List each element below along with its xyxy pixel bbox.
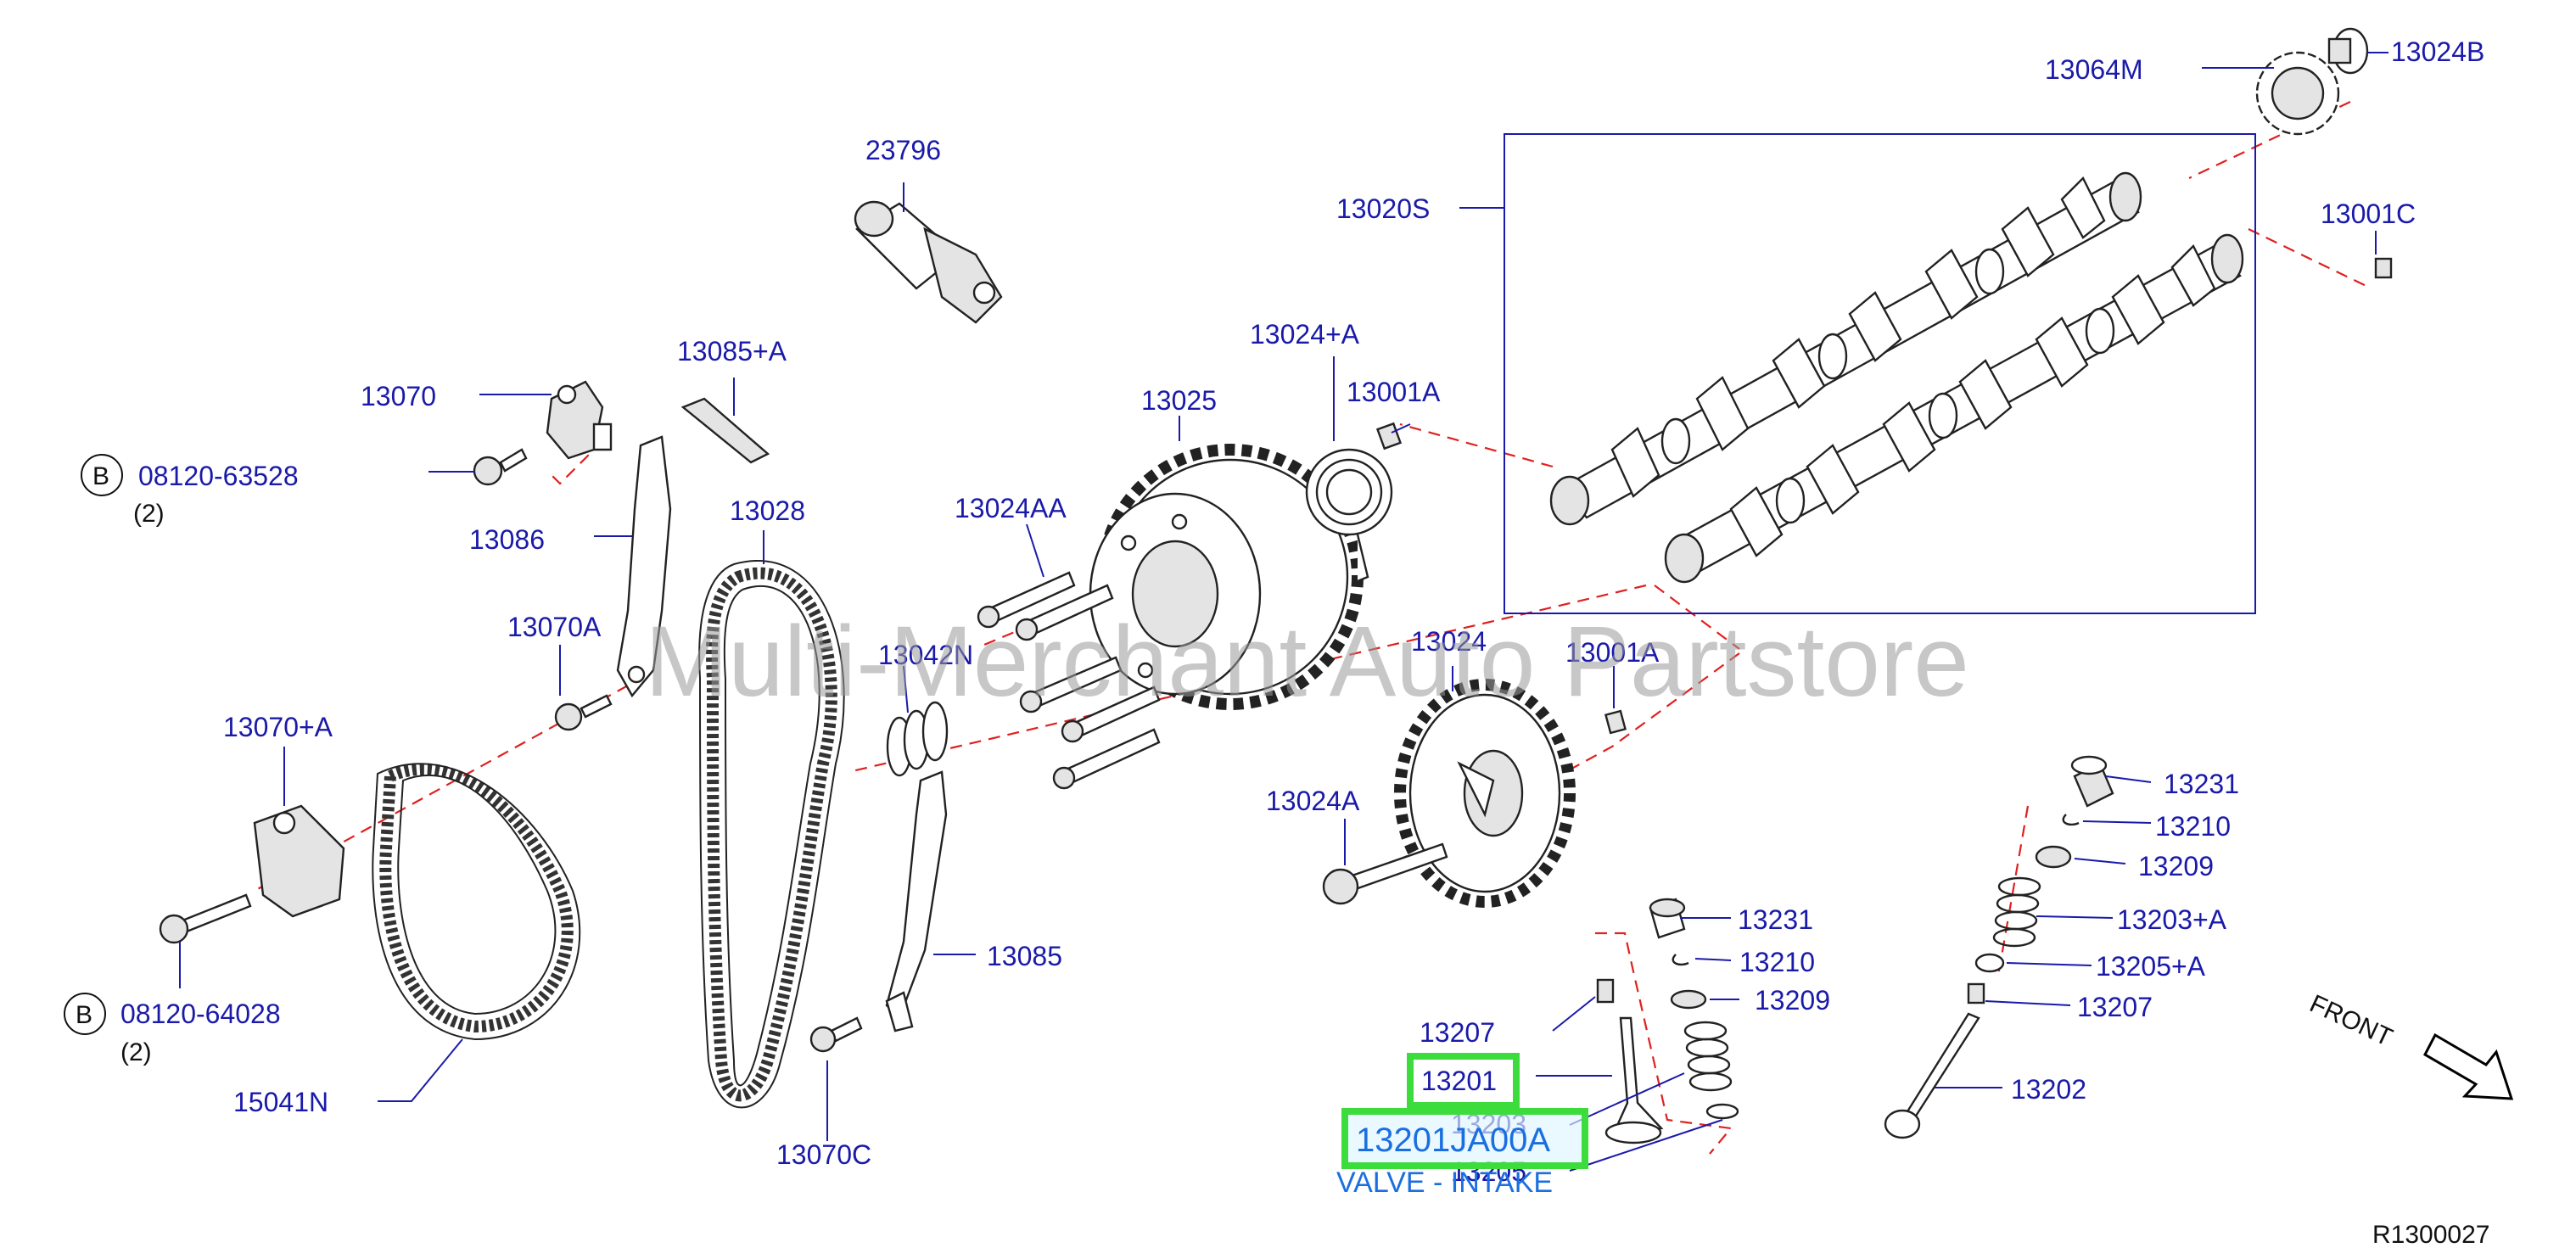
label-08120-64028[interactable]: 08120-64028 — [120, 999, 281, 1029]
camshaft-assembly-box — [1504, 133, 2256, 614]
bolt-marker-bottom: B — [64, 993, 106, 1035]
front-arrow-icon — [2423, 1032, 2514, 1100]
highlight-13201 — [1407, 1053, 1520, 1109]
label-13070[interactable]: 13070 — [361, 381, 436, 411]
chain-guide-13085A — [680, 397, 770, 464]
front-label: FRONT — [2305, 989, 2397, 1052]
qty-bottom: (2) — [120, 1038, 152, 1066]
highlight-selected-part — [1341, 1108, 1588, 1169]
label-13001A-mid[interactable]: 13001A — [1565, 637, 1660, 668]
label-13024[interactable]: 13024 — [1411, 626, 1487, 657]
label-13086[interactable]: 13086 — [469, 524, 545, 555]
slack-guide-13086 — [616, 435, 672, 698]
label-13203plusA[interactable]: 13203+A — [2117, 904, 2227, 935]
label-13001C[interactable]: 13001C — [2321, 199, 2416, 229]
label-13020S[interactable]: 13020S — [1336, 193, 1430, 224]
label-13207-mid[interactable]: 13207 — [1420, 1017, 1495, 1048]
label-13202[interactable]: 13202 — [2011, 1074, 2086, 1105]
label-13070plusA[interactable]: 13070+A — [223, 712, 333, 742]
label-13064M[interactable]: 13064M — [2045, 54, 2143, 85]
svg-text:B: B — [76, 1001, 92, 1029]
dowel-pin-13001A-top — [1375, 422, 1403, 450]
timing-chain-15041N — [372, 763, 581, 1041]
camshaft-lower — [1664, 233, 2244, 584]
label-13231-right[interactable]: 13231 — [2164, 769, 2239, 799]
bolts-13024AA — [977, 571, 1161, 790]
bolt-13024A — [1322, 842, 1448, 905]
return-spring-13024A — [1305, 448, 1393, 583]
label-08120-63528[interactable]: 08120-63528 — [138, 461, 299, 491]
label-13207-right[interactable]: 13207 — [2077, 992, 2153, 1022]
chain-tensioner-13070 — [546, 380, 613, 460]
label-13024A[interactable]: 13024A — [1266, 786, 1360, 816]
dowel-pin-13001A-mid — [1604, 709, 1627, 735]
selected-part-panel: 13201JA00A VALVE - INTAKE — [1336, 1108, 1588, 1199]
cam-position-sensor — [854, 200, 1003, 324]
label-13210-mid[interactable]: 13210 — [1739, 947, 1815, 977]
label-13070C[interactable]: 13070C — [776, 1139, 871, 1170]
label-13231-mid[interactable]: 13231 — [1738, 904, 1813, 935]
label-23796[interactable]: 23796 — [865, 135, 941, 165]
camshaft-plug — [2327, 27, 2369, 75]
bolt-08120-64028 — [159, 893, 252, 944]
o-rings-13042N — [886, 701, 949, 777]
qty-top: (2) — [133, 500, 165, 528]
label-13085A[interactable]: 13085+A — [677, 336, 787, 367]
leader-lines — [179, 52, 2388, 1172]
camshaft-upper — [1549, 171, 2142, 526]
label-13024plusA[interactable]: 13024+A — [1250, 319, 1360, 350]
label-13042N[interactable]: 13042N — [878, 640, 973, 670]
chain-guide-13085 — [885, 770, 948, 1032]
bolt-13070C — [809, 1016, 863, 1053]
chain-tensioner-13070plusA — [253, 804, 345, 918]
label-13209-right[interactable]: 13209 — [2138, 851, 2214, 881]
valve-train-intake — [1596, 898, 1739, 1144]
label-13209-mid[interactable]: 13209 — [1755, 985, 1830, 1016]
diagram-code: R1300027 — [2372, 1221, 2489, 1249]
svg-text:B: B — [92, 462, 109, 490]
label-13001A-top[interactable]: 13001A — [1347, 377, 1441, 407]
dowel-pin-13001C — [2374, 257, 2393, 279]
label-15041N[interactable]: 15041N — [233, 1087, 328, 1117]
selected-part-description: VALVE - INTAKE — [1336, 1167, 1553, 1199]
label-13028[interactable]: 13028 — [730, 495, 805, 526]
label-13205plusA[interactable]: 13205+A — [2096, 951, 2206, 982]
label-13024B[interactable]: 13024B — [2391, 36, 2484, 67]
label-13210-right[interactable]: 13210 — [2155, 811, 2231, 842]
label-13201[interactable]: 13201 — [1421, 1066, 1497, 1096]
bolt-08120-63528 — [473, 448, 528, 486]
label-13025[interactable]: 13025 — [1141, 385, 1217, 416]
valve-train-exhaust — [1884, 755, 2114, 1139]
label-13070A[interactable]: 13070A — [507, 612, 602, 642]
bolt-13070A — [554, 694, 613, 731]
selected-part-number[interactable]: 13201JA00A — [1356, 1122, 1550, 1159]
bolt-marker-top: B — [81, 454, 123, 496]
timing-chain-13028 — [698, 560, 845, 1109]
label-13085[interactable]: 13085 — [987, 941, 1062, 971]
exhaust-sprocket — [2255, 51, 2340, 136]
watermark: Multi-Merchant Auto Partstore — [645, 606, 1969, 718]
label-13024AA[interactable]: 13024AA — [955, 493, 1067, 523]
